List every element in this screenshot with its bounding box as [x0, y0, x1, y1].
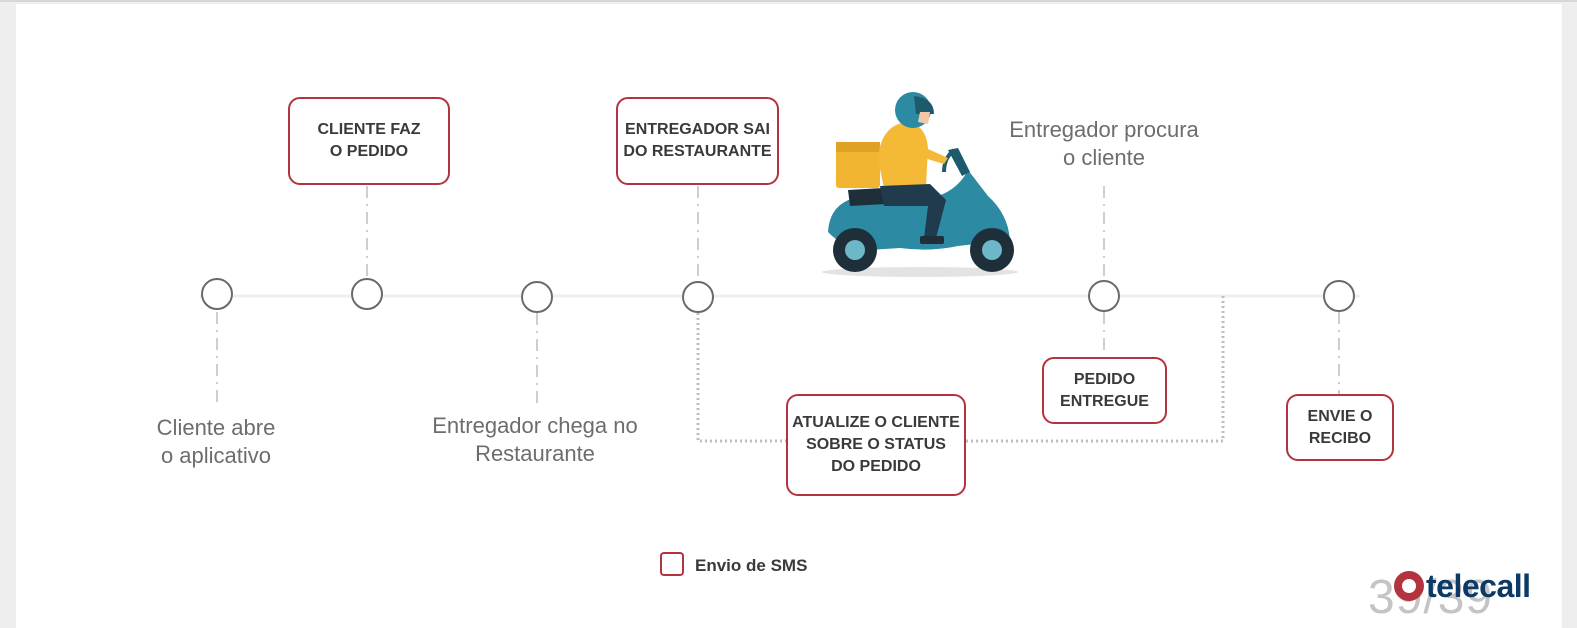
- box-pedido-entregue: PEDIDO ENTREGUE: [1042, 357, 1167, 424]
- slide: [16, 4, 1562, 628]
- delivery-scooter-icon: [822, 92, 1018, 277]
- timeline-node-4: [682, 281, 714, 313]
- box-atualize-cliente: ATUALIZE O CLIENTE SOBRE O STATUS DO PED…: [786, 394, 966, 496]
- box-envie-recibo: ENVIE O RECIBO: [1286, 394, 1394, 461]
- timeline-node-6: [1323, 280, 1355, 312]
- label-cliente-abre: Cliente abre o aplicativo: [156, 415, 276, 468]
- brand-name: telecall: [1426, 567, 1531, 604]
- timeline-node-2: [351, 278, 383, 310]
- telecall-logo-icon: [1394, 571, 1424, 601]
- status-bracket-right: [966, 296, 1225, 443]
- label-entregador-chega: Entregador chega no Restaurante: [432, 413, 638, 466]
- legend-label: Envio de SMS: [695, 556, 808, 575]
- brand-logo: telecall: [1394, 566, 1531, 606]
- top-border: [0, 0, 1577, 2]
- timeline-node-5: [1088, 280, 1120, 312]
- box-entregador-sai: ENTREGADOR SAI DO RESTAURANTE: [616, 97, 779, 185]
- status-bracket-left: [696, 313, 787, 443]
- page-number: 39/39: [1368, 571, 1494, 624]
- legend-swatch: [660, 552, 684, 576]
- label-entregador-procura: Entregador procura o cliente: [1009, 117, 1199, 170]
- timeline-node-1: [201, 278, 233, 310]
- box-cliente-faz-pedido: CLIENTE FAZ O PEDIDO: [288, 97, 450, 185]
- timeline-node-3: [521, 281, 553, 313]
